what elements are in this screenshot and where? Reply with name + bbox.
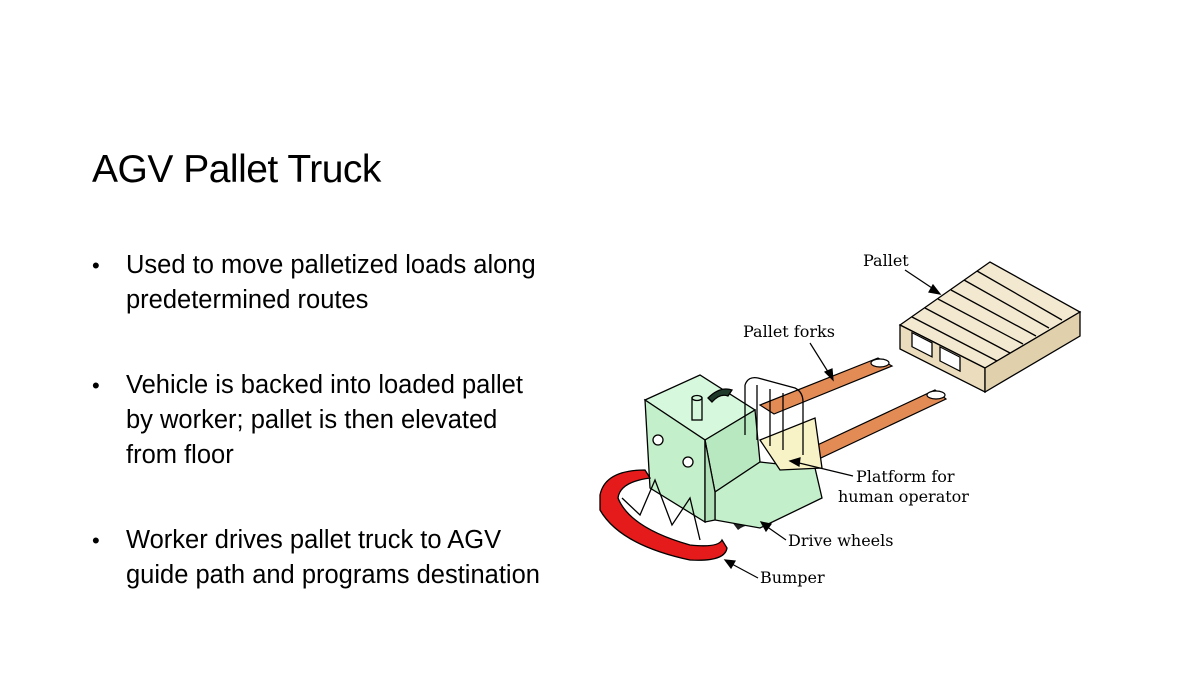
pallet-forks bbox=[758, 357, 948, 465]
truck-body bbox=[643, 374, 823, 529]
label-platform-line2: human operator bbox=[838, 487, 969, 506]
bullet-item: • Worker drives pallet truck to AGV guid… bbox=[92, 523, 552, 593]
pallet-truck-diagram: Pallet Pallet forks Platform for human o… bbox=[599, 251, 1082, 587]
bullet-text: Vehicle is backed into loaded pallet by … bbox=[126, 371, 523, 469]
bullet-dot-icon: • bbox=[92, 528, 100, 553]
slide-title: AGV Pallet Truck bbox=[92, 148, 381, 191]
bullet-dot-icon: • bbox=[92, 253, 100, 278]
pallet-illustration bbox=[898, 261, 1082, 394]
label-bumper: Bumper bbox=[760, 568, 825, 587]
bumper bbox=[599, 469, 728, 561]
label-pallet-forks: Pallet forks bbox=[743, 322, 835, 341]
bullet-item: • Used to move palletized loads along pr… bbox=[92, 248, 552, 318]
label-drive-wheels: Drive wheels bbox=[788, 531, 893, 550]
bullet-item: • Vehicle is backed into loaded pallet b… bbox=[92, 368, 552, 473]
label-pallet: Pallet bbox=[863, 251, 909, 270]
truck-handle bbox=[744, 377, 804, 455]
bullet-dot-icon: • bbox=[92, 373, 100, 398]
leader-arrows bbox=[723, 269, 942, 579]
label-platform-line1: Platform for bbox=[856, 467, 955, 486]
bullet-text: Worker drives pallet truck to AGV guide … bbox=[126, 526, 540, 589]
bullet-list: • Used to move palletized loads along pr… bbox=[92, 248, 552, 593]
bullet-text: Used to move palletized loads along pred… bbox=[126, 251, 536, 314]
